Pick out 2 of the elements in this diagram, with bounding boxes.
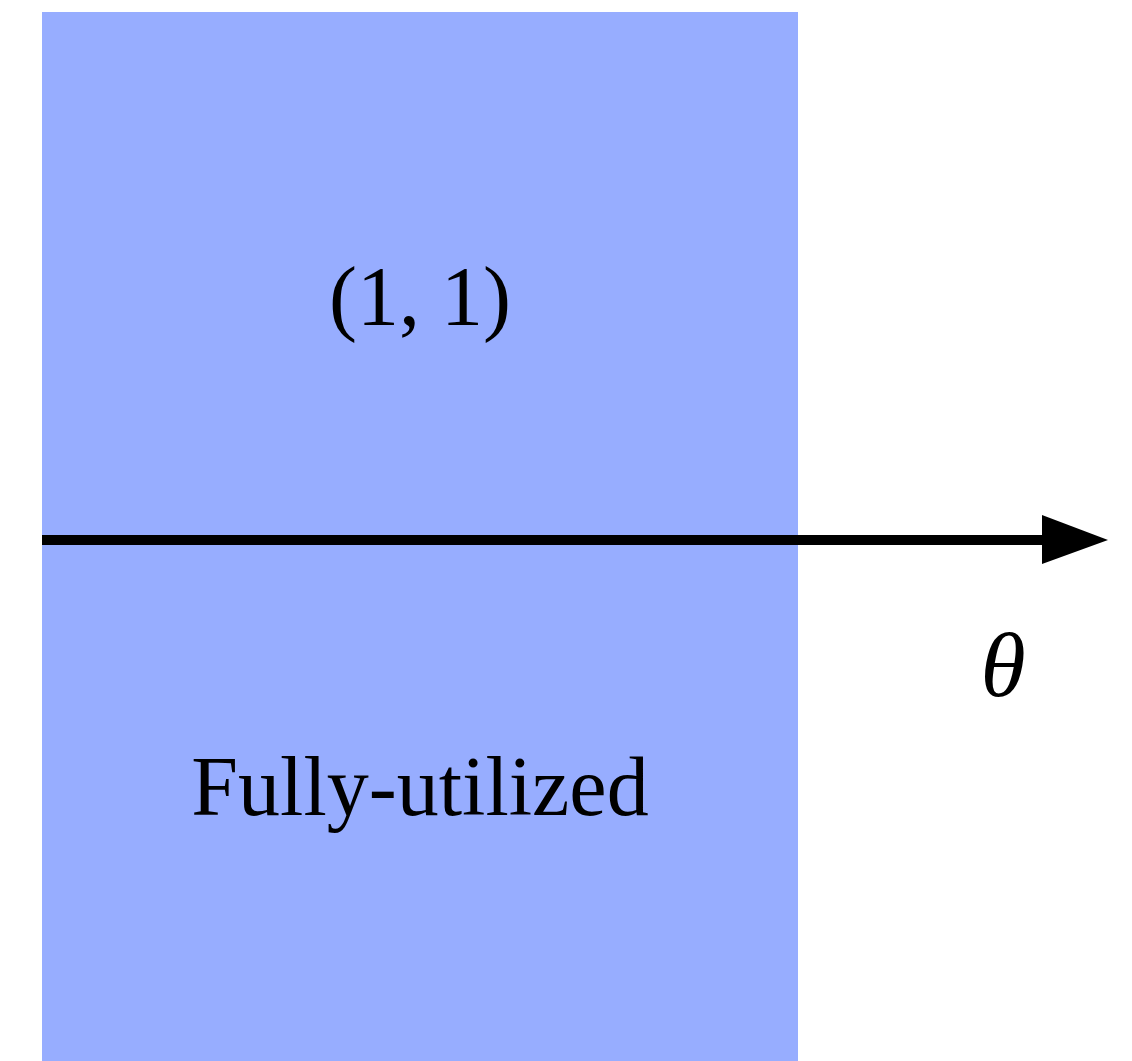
axis-label: θ — [980, 619, 1026, 711]
shaded-region — [42, 12, 798, 1061]
